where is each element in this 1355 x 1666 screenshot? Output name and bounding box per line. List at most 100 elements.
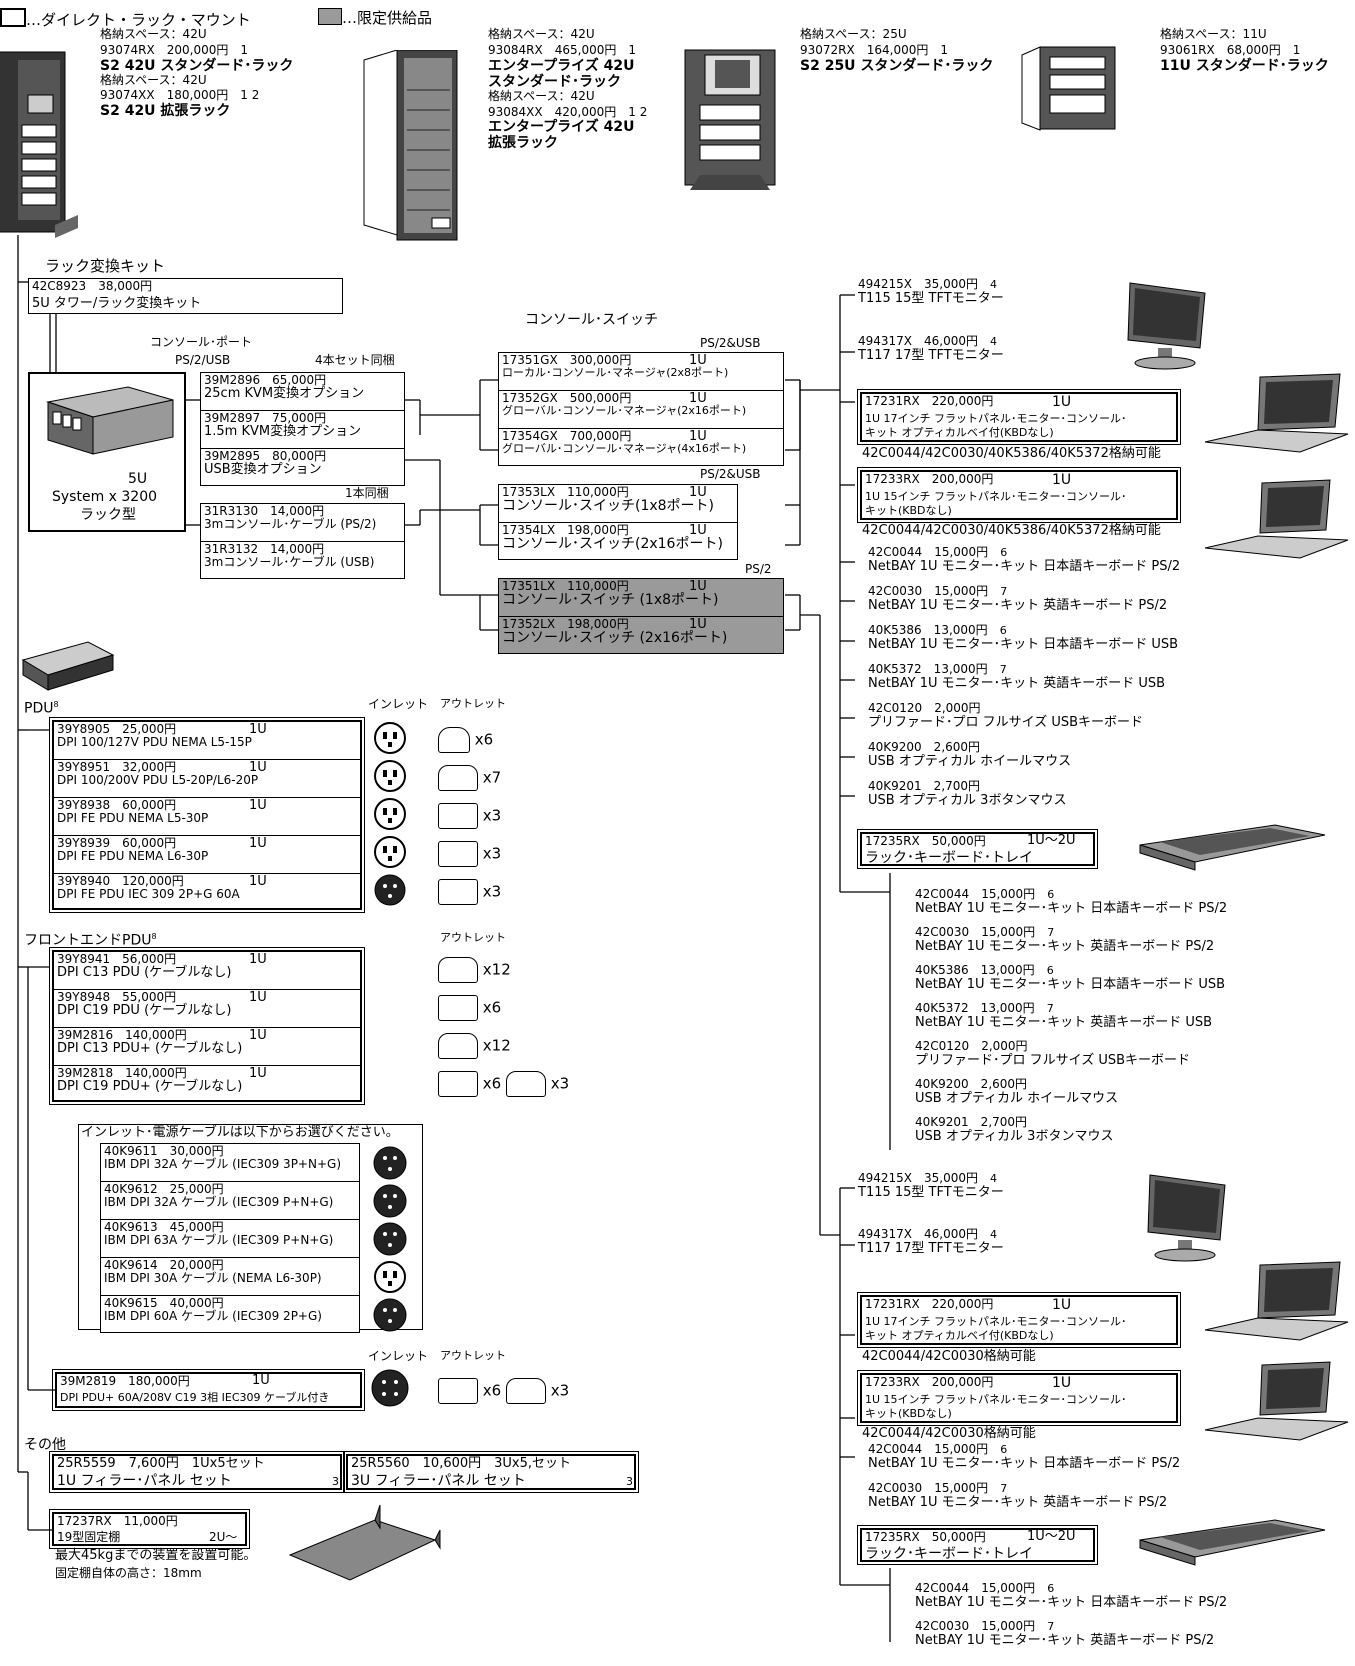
flat-panel-console-icon <box>1204 479 1349 559</box>
ps2-label: PS/2 <box>745 562 772 576</box>
keyboard-tray-icon <box>1139 1519 1326 1566</box>
fe-outlet-row-1: x12 <box>438 957 511 983</box>
rb-fp17: 17231RX 220,000円 1U 1U 17インチ フラットパネル･モニタ… <box>857 1292 1181 1348</box>
ps2usb-label: PS/2&USB <box>700 336 761 350</box>
outlet-c19-icon <box>438 841 478 867</box>
server-label-type: ラック型 <box>80 507 136 523</box>
rack2-name: エンタープライズ 42U <box>488 57 635 74</box>
fe-pdu-heading: フロントエンドPDU8 <box>24 932 157 949</box>
rack1-name: S2 42U スタンダード･ラック <box>100 57 294 74</box>
server-box: 5U System x 3200 ラック型 <box>28 372 186 532</box>
conv-kit-name: 5U タワー/ラック変換キット <box>32 296 202 311</box>
rack1-space: 格納スペース：42U <box>100 27 207 41</box>
rack3-space: 格納スペース：25U <box>800 27 907 41</box>
gray-box-icon <box>318 8 342 25</box>
other-heading: その他 <box>24 1437 66 1453</box>
outlet-nema-icon <box>438 727 470 753</box>
iec309-plug-icon <box>371 1369 409 1407</box>
filler-3u: 25R5560 10,600円 3Ux5,セット 3U フィラー･パネル セット… <box>343 1451 639 1493</box>
ps2usb2-label: PS/2&USB <box>700 467 761 481</box>
switch-17354gx: 17354GX 700,000円グローバル･コンソール･マネージャ(4x16ポー… <box>502 429 747 456</box>
outlet-c13-icon <box>505 1071 546 1097</box>
rack4-name: 11U スタンダード･ラック <box>1160 57 1329 74</box>
rack2-space: 格納スペース：42U <box>488 27 595 41</box>
shelf-desc1: 最大45kgまでの装置を設置可能。 <box>55 1548 257 1563</box>
pdu-heading: PDU8 <box>24 700 59 717</box>
fe-outlet-row-4: x6 x3 <box>438 1071 569 1097</box>
outlet-c19-icon <box>438 803 478 829</box>
rt-fp17-cap: 42C0044/42C0030/40K5386/40K5372格納可能 <box>862 446 1161 461</box>
outlet-row-5: x3 <box>438 879 501 905</box>
flat-panel-console-icon <box>1204 1261 1349 1341</box>
outlet-row-1: x6 <box>438 727 493 753</box>
pdu-inlet-label: インレット <box>368 697 429 711</box>
pdu3-outlet-label: アウトレット <box>440 1349 506 1362</box>
legend-limited: …限定供給品 <box>318 8 432 27</box>
rack2-space2: 格納スペース：42U <box>488 88 595 103</box>
fe-outlet-row-2: x6 <box>438 995 501 1021</box>
server-label-5u: 5U <box>128 471 148 487</box>
bundle4-label: 4本セット同梱 <box>315 353 395 367</box>
outlet-c13-icon <box>438 957 478 983</box>
rb-fp15: 17233RX 200,000円 1U 1U 15インチ フラットパネル･モニタ… <box>857 1370 1181 1426</box>
fe-outlet-row-3: x12 <box>438 1033 511 1059</box>
rack-25u-icon <box>684 49 776 190</box>
outlet-row-4: x3 <box>438 841 501 867</box>
fe-pdu-outlet-label: アウトレット <box>440 931 506 944</box>
rb-fp17-cap: 42C0044/42C0030格納可能 <box>862 1349 1036 1364</box>
rt-fp17: 17231RX 220,000円 1U 1U 17インチ フラットパネル･モニタ… <box>857 389 1181 445</box>
rack1-part: 93074RX 200,000円 1 <box>100 42 248 57</box>
rack1-name2: S2 42U 拡張ラック <box>100 103 231 120</box>
server-icon <box>46 386 174 455</box>
switch-17351gx: 17351GX 300,000円ローカル･コンソール･マネージャ(2x8ポート)… <box>499 353 783 391</box>
bundle1-label: 1本同梱 <box>345 486 389 500</box>
rack2-name2-b: 拡張ラック <box>488 135 558 152</box>
shelf-desc2: 固定棚自体の高さ：18mm <box>55 1566 202 1580</box>
switch-17354lx: 17354LX 198,000円コンソール･スイッチ(2x16ポート)1U <box>502 523 723 553</box>
cable-plug-icons <box>373 1146 407 1332</box>
rack1-space2: 格納スペース：42U <box>100 72 207 87</box>
rack3-name: S2 25U スタンダード･ラック <box>800 57 994 74</box>
conv-kit-box: 42C8923 38,000円 5U タワー/ラック変換キット <box>28 278 343 314</box>
switch-17351lx: 17351LX 110,000円コンソール･スイッチ (1x8ポート)1U <box>499 579 783 617</box>
switch-17352lx: 17352LX 198,000円コンソール･スイッチ (2x16ポート)1U <box>502 617 728 647</box>
pdu3-box: 39M2819 180,000円 1U DPI PDU+ 60A/208V C1… <box>52 1369 365 1411</box>
rack2-name2: エンタープライズ 42U <box>488 119 635 136</box>
fixed-shelf: 17237RX 11,000円 19型固定棚 2U～ <box>49 1509 250 1549</box>
rack2-part2: 93084XX 420,000円 1 2 <box>488 104 648 119</box>
server-label-model: System x 3200 <box>52 489 158 505</box>
rt-fp15-cap: 42C0044/42C0030/40K5386/40K5372格納可能 <box>862 523 1161 538</box>
pdu-icon <box>21 641 115 691</box>
pdu3-outlets: x6 x3 <box>438 1378 569 1404</box>
rack3-part: 93072RX 164,000円 1 <box>800 42 948 57</box>
outlet-c13-icon <box>438 765 478 791</box>
rack-enterprise-icon <box>363 50 458 241</box>
outlet-c13-icon <box>438 1033 478 1059</box>
switch-17352gx: 17352GX 500,000円グローバル･コンソール･マネージャ(2x16ポー… <box>499 391 783 429</box>
outlet-c19-icon <box>438 995 478 1021</box>
inlet-cables-heading: インレット･電源ケーブルは以下からお選びください。 <box>81 1125 399 1140</box>
rack2-part: 93084RX 465,000円 1 <box>488 42 636 57</box>
rt-tray: 17235RX 50,000円 1U～2U ラック･キーボード･トレイ <box>857 829 1098 869</box>
rb-fp15-cap: 42C0044/42C0030格納可能 <box>862 1426 1036 1441</box>
